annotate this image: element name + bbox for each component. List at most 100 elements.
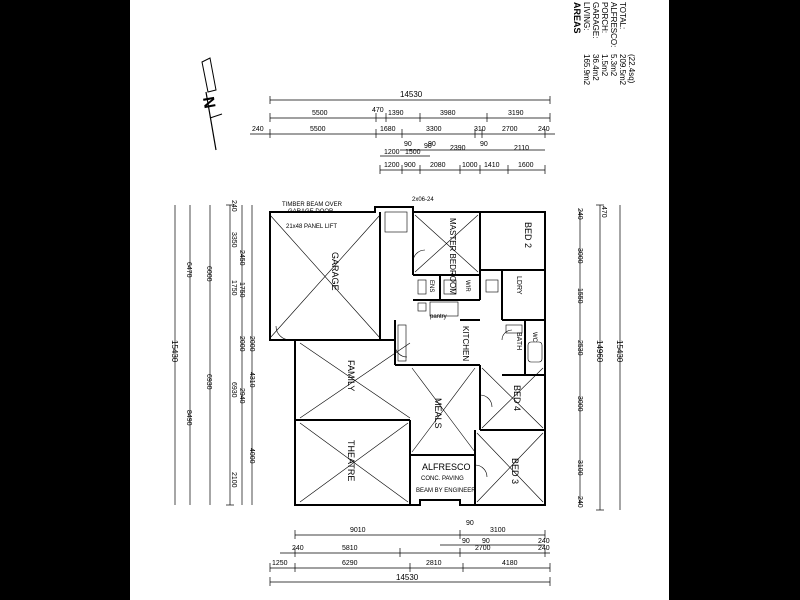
- dim-label: 3980: [440, 110, 456, 117]
- dim-label: 2390: [450, 145, 466, 152]
- dim-label: 6290: [342, 560, 358, 567]
- dim-label: 900: [404, 162, 416, 169]
- dim-label: 2110: [514, 145, 529, 152]
- floor-plan-drawing: AREAS LIVING: 165.9m2 GARAGE: 36.4m2 POR…: [170, 2, 636, 586]
- dim-label: 90: [424, 143, 432, 150]
- dim-label: 6470: [185, 262, 192, 278]
- dim-label: 1500: [405, 149, 421, 156]
- room-label-wir: WIR: [464, 280, 470, 292]
- dim-label: 240: [576, 496, 583, 508]
- room-label-master: MASTER BEDROOM: [448, 218, 457, 295]
- room-label-bed4: BED 4: [512, 385, 522, 411]
- dim-label: 470: [600, 206, 607, 218]
- areas-label: LIVING:: [582, 2, 591, 30]
- room-label-bed2: BED 2: [523, 222, 533, 248]
- dim-label: 3190: [508, 110, 524, 117]
- north-label: N: [199, 96, 218, 110]
- dim-label: 240: [252, 126, 264, 133]
- dim-label: 90: [404, 141, 412, 148]
- dim-label: 6930: [230, 382, 237, 398]
- dim-label: 9010: [350, 527, 366, 534]
- dim-label: 240: [538, 538, 550, 545]
- dim-label: 2700: [502, 126, 518, 133]
- dim-label: 14530: [396, 573, 419, 582]
- dim-label: 1750: [238, 282, 245, 298]
- dim-label: 14530: [400, 90, 423, 99]
- dim-label: 3300: [426, 126, 442, 133]
- areas-value: 165.9m2: [582, 54, 591, 86]
- dim-label: 3000: [576, 248, 583, 264]
- areas-value: 209.5m2: [618, 54, 627, 86]
- north-arrow-icon: N: [199, 57, 223, 151]
- room-label-bath: BATH: [515, 332, 522, 350]
- room-label-pantry: pantry: [430, 314, 447, 320]
- dim-label: 1750: [230, 280, 237, 296]
- dim-label: 240: [292, 545, 304, 552]
- dim-label: 4310: [248, 372, 255, 388]
- dim-label: 240: [230, 200, 237, 212]
- dim-label: 240: [538, 126, 550, 133]
- dim-label: 1600: [518, 162, 534, 169]
- areas-value: 36.4m2: [591, 54, 600, 81]
- plan-sheet: AREAS LIVING: 165.9m2 GARAGE: 36.4m2 POR…: [130, 0, 669, 600]
- room-label-garage: GARAGE: [330, 252, 340, 291]
- dim-label: 3350: [230, 232, 237, 248]
- note-header: 2x06-24: [412, 197, 434, 203]
- detail-lines: [269, 211, 544, 503]
- areas-heading: AREAS: [572, 2, 582, 34]
- dim-label: 1550: [576, 288, 583, 304]
- areas-value: 5.3m2: [609, 54, 618, 77]
- dim-label: 2700: [475, 545, 491, 552]
- areas-label: TOTAL:: [618, 2, 627, 29]
- room-label-family: FAMILY: [346, 360, 356, 391]
- dim-label: 1200: [384, 162, 400, 169]
- dim-label: 4000: [248, 448, 255, 464]
- right-dimensions: 14960 15430 470 3000 1550 2530 3000 3100…: [576, 204, 624, 511]
- dim-label: 5500: [310, 126, 326, 133]
- dim-label: 15430: [615, 340, 624, 363]
- dim-label: 2940: [238, 388, 245, 404]
- room-label-meals: MEALS: [433, 398, 443, 429]
- room-label-alfresco-sub: CONC. PAVING: [421, 476, 464, 482]
- plan-notes: TIMBER BEAM OVER GARAGE DOOR 21x48 PANEL…: [282, 197, 476, 494]
- dim-label: 310: [474, 126, 486, 133]
- room-label-ens: ENS: [428, 280, 434, 292]
- room-label-bed3: BED 3: [510, 458, 520, 484]
- dim-label: 4180: [502, 560, 518, 567]
- dim-label: 1200: [384, 149, 400, 156]
- dim-label: 90: [466, 520, 474, 527]
- dim-label: 8490: [185, 410, 192, 426]
- dim-label: 2000: [238, 336, 245, 352]
- room-label-alfresco: ALFRESCO: [422, 462, 471, 472]
- room-labels: GARAGE MASTER BEDROOM BED 2 LDRY KITCHEN…: [330, 218, 537, 484]
- left-dimensions: 15430 6470 8490 6000 6930 240 3350 1750 …: [170, 200, 255, 506]
- dim-label: 1390: [388, 110, 404, 117]
- dim-label: 90: [482, 538, 490, 545]
- dim-label: 1250: [272, 560, 288, 567]
- dim-label: 2810: [426, 560, 442, 567]
- dim-label: 3100: [576, 460, 583, 476]
- dim-label: 90: [462, 538, 470, 545]
- dim-label: 2000: [248, 336, 255, 352]
- dim-label: 6930: [205, 374, 212, 390]
- dim-label: 1680: [380, 126, 396, 133]
- room-label-theatre: THEATRE: [346, 440, 356, 481]
- dim-label: 2080: [430, 162, 446, 169]
- dim-label: 90: [480, 141, 488, 148]
- room-label-kitchen: KITCHEN: [461, 326, 470, 361]
- dim-label: 1410: [484, 162, 500, 169]
- walls: [269, 206, 546, 506]
- bottom-dimensions: 9010 90 3100 90 90 240 240 5810 2700 240…: [269, 520, 551, 586]
- dim-label: 1000: [462, 162, 478, 169]
- dim-label: 15430: [170, 340, 179, 363]
- dim-label: 5810: [342, 545, 358, 552]
- areas-table: AREAS LIVING: 165.9m2 GARAGE: 36.4m2 POR…: [572, 2, 636, 86]
- note-garage-door: GARAGE DOOR: [288, 209, 334, 215]
- dim-label: 2450: [238, 250, 245, 266]
- dim-label: 470: [372, 107, 384, 114]
- note-beam: BEAM BY ENGINEER: [416, 488, 476, 494]
- areas-value: 1.5m2: [600, 54, 609, 77]
- room-label-wc: WC: [531, 332, 537, 343]
- dim-label: 3000: [576, 396, 583, 412]
- areas-label: GARAGE:: [591, 2, 600, 38]
